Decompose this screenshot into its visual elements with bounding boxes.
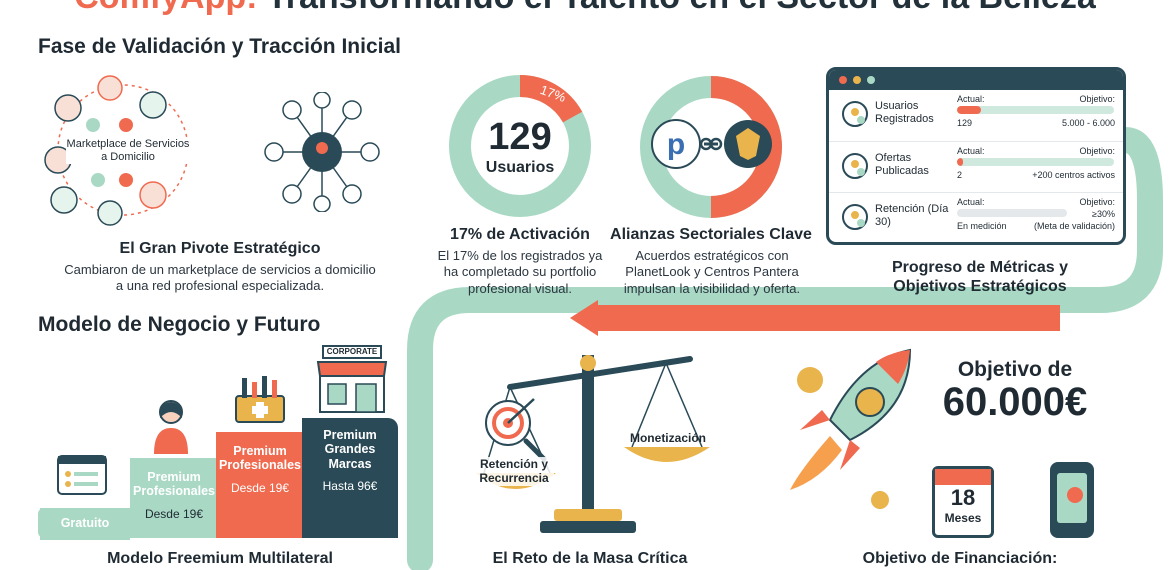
toolbox-icon — [235, 376, 285, 423]
metric-label: Ofertas Publicadas — [875, 152, 929, 178]
metric-value: En medición — [957, 221, 1007, 231]
metric-value: 129 — [957, 118, 973, 128]
tier-premium-pro-1: Premium Profesionales Desde 19€ — [130, 458, 218, 538]
laptop-icon — [57, 455, 107, 495]
freemium-graphic: CORPORATE Gratuito Premium Profesionales… — [38, 340, 408, 540]
svg-text:p: p — [667, 128, 685, 161]
window-dot-red — [839, 76, 847, 84]
metric-objective-label: Objetivo: — [1079, 94, 1115, 104]
metric-row: Usuarios Registrados Actual: Objetivo: 1… — [829, 90, 1123, 138]
metric-label: Usuarios Registrados — [875, 100, 934, 126]
months-number: 18 — [950, 485, 976, 510]
metric-progress-track — [957, 209, 1067, 217]
professional-network-icon — [264, 91, 380, 213]
tier-premium-pro-2-price: Desde 19€ — [230, 480, 290, 495]
pivot-text: Cambiaron de un marketplace de servicios… — [64, 262, 376, 294]
critical-mass-graphic: Retención y Recurrencia Monetización — [470, 345, 730, 545]
tier-premium-pro-2-name: Premium Profesionales — [219, 444, 301, 473]
metric-objective-label: Objetivo: — [1079, 146, 1115, 156]
months-label: Meses — [944, 511, 982, 525]
professional-icon — [154, 400, 188, 454]
activation-number: 129 — [488, 116, 552, 158]
funding-title: Objetivo de Financiación: — [862, 550, 1058, 567]
alliances-title: Alianzas Sectoriales Clave — [610, 226, 812, 243]
window-dot-yellow — [853, 76, 861, 84]
metric-current-label: Actual: — [957, 146, 985, 156]
store-icon — [316, 361, 388, 413]
tier-free-name: Gratuito — [60, 516, 110, 530]
retention-label: Retención y Recurrencia — [474, 457, 554, 486]
tier-premium-brands: Premium Grandes Marcas Hasta 96€ — [302, 418, 398, 538]
user-plus-icon — [842, 101, 868, 127]
corporate-sign: CORPORATE — [322, 345, 382, 359]
freemium-title: Modelo Freemium Multilateral — [107, 550, 333, 567]
funding-amount: 60.000€ — [942, 380, 1088, 424]
pivot-title: El Gran Pivote Estratégico — [119, 240, 321, 257]
monetization-label: Monetización — [629, 431, 706, 445]
metric-current-label: Actual: — [957, 94, 985, 104]
metrics-title: Progreso de Métricas y Objetivos Estraté… — [891, 259, 1069, 296]
smartphone-icon — [1050, 462, 1094, 538]
metric-progress-track — [957, 106, 1114, 114]
activation-text: El 17% de los registrados ya ha completa… — [437, 248, 603, 296]
tier-premium-pro-1-name: Premium Profesionales — [133, 470, 215, 499]
title-rest: Transformando el Talento en el Sector de… — [257, 0, 1096, 16]
metric-row: Ofertas Publicadas Actual: Objetivo: 2 +… — [829, 141, 1123, 189]
metric-label: Retención (Día 30) — [875, 203, 949, 229]
tier-premium-pro-1-price: Desde 19€ — [144, 506, 204, 521]
metric-objective-label: Objetivo: — [1079, 197, 1115, 207]
calendar-icon: 18 Meses — [932, 466, 994, 538]
section-business-title: Modelo de Negocio y Futuro — [38, 313, 321, 336]
window-dot-green — [867, 76, 875, 84]
alliances-ring: p — [640, 76, 782, 218]
activation-donut-chart — [449, 75, 591, 217]
metric-target: +200 centros activos — [1032, 170, 1115, 180]
tier-premium-brands-name: Premium Grandes Marcas — [323, 428, 377, 471]
metric-target: 5.000 - 6.000 — [1061, 118, 1115, 128]
window-titlebar — [829, 70, 1123, 90]
critical-mass-title: El Reto de la Masa Crítica — [492, 550, 688, 567]
metric-target: (Meta de validación) — [1033, 221, 1115, 231]
tier-free: Gratuito — [38, 508, 132, 538]
metric-row: Retención (Día 30) Actual: Objetivo: ≥30… — [829, 192, 1123, 240]
activation-unit: Usuarios — [485, 159, 555, 176]
metric-target-pct: ≥30% — [1092, 209, 1115, 219]
metric-progress-track — [957, 158, 1114, 166]
newspaper-icon — [842, 153, 868, 179]
professional-network-cluster — [262, 91, 382, 213]
metrics-window: Usuarios Registrados Actual: Objetivo: 1… — [826, 67, 1126, 245]
tier-premium-pro-2: Premium Profesionales Desde 19€ — [216, 432, 304, 538]
section-validation-title: Fase de Validación y Tracción Inicial — [38, 35, 401, 58]
activation-donut: 129 Usuarios 17% — [448, 74, 592, 218]
alliances-text: Acuerdos estratégicos con PlanetLook y C… — [623, 248, 801, 296]
funding-objective-label: Objetivo de — [957, 358, 1073, 381]
activation-arc — [519, 75, 583, 123]
activation-title: 17% de Activación — [450, 226, 590, 243]
metric-progress-fill — [957, 158, 964, 166]
balance-scale-icon — [476, 355, 710, 533]
tier-premium-brands-price: Hasta 96€ — [322, 479, 378, 494]
brand-name: ComfyApp: — [74, 0, 257, 16]
marketplace-cluster: Marketplace de Servicios a Domicilio — [38, 70, 208, 230]
metric-current-label: Actual: — [957, 197, 985, 207]
page-title: ComfyApp: Transformando el Talento en el… — [0, 0, 1170, 17]
marketplace-label: Marketplace de Servicios a Domicilio — [66, 138, 190, 165]
metric-progress-fill — [957, 106, 981, 114]
clock-question-icon — [842, 204, 868, 230]
alliances-graphic: p — [636, 72, 786, 222]
metric-value: 2 — [957, 170, 963, 180]
rocket-icon — [790, 348, 912, 509]
